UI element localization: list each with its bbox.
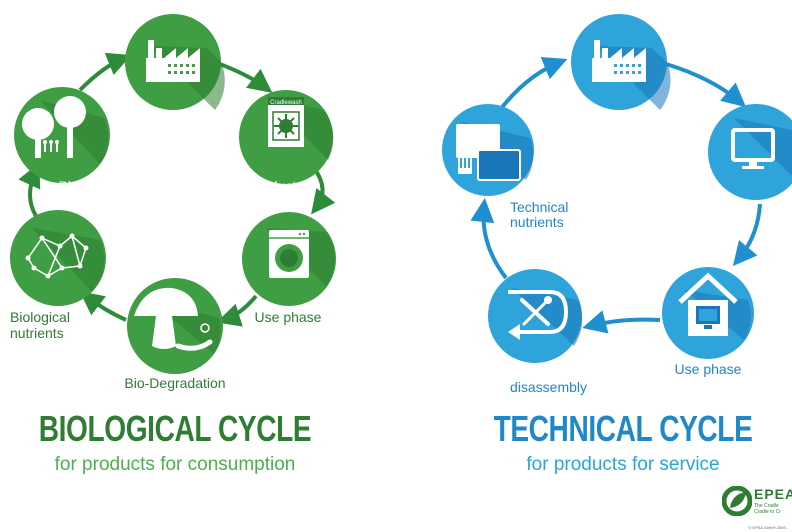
bio-degradation-label: Bio-Degradation xyxy=(124,375,225,391)
technical-cycle-title: TECHNICAL CYCLE xyxy=(493,408,753,449)
detergent-box-icon: Cradlewash xyxy=(268,97,304,147)
arrow-product-to-use-phase xyxy=(311,166,336,215)
mushroom-icon xyxy=(134,287,213,351)
arrow-tech-return-to-nutrients xyxy=(470,198,508,280)
detergent-brand-label: Cradlewash xyxy=(270,100,302,106)
bio-use-phase-label: Use phase xyxy=(255,309,322,325)
arrow-tech-nutrients-to-production xyxy=(498,57,568,112)
washing-machine-icon xyxy=(269,230,309,278)
technical-arrows xyxy=(470,57,762,334)
tech-nutrients-node: Technical nutrients xyxy=(442,104,568,230)
tech-product-node: Product xyxy=(696,104,792,216)
tech-return-node: Return, disassembly xyxy=(488,269,587,395)
bio-use-phase-node: Use phase xyxy=(242,212,336,325)
arrow-plants-to-production xyxy=(78,52,132,92)
bio-nutrients-label-line1: Biological xyxy=(10,309,70,325)
bio-degradation-node: Bio-Degradation xyxy=(124,278,226,391)
tech-return-label-line1: Return, xyxy=(510,364,556,380)
tech-production-node: Production xyxy=(571,14,671,124)
bio-nutrients-node: Biological nutrients xyxy=(10,210,106,341)
arrow-tech-use-to-return xyxy=(582,310,661,334)
biological-cycle-subtitle: for products for consumption xyxy=(54,454,296,475)
epea-leaf-icon xyxy=(722,486,752,516)
monitor-icon xyxy=(731,128,775,169)
epea-logo: EPEA The Cradle Cradle to Cr xyxy=(722,486,792,526)
arrow-tech-production-to-product xyxy=(665,62,747,108)
bio-nutrients-label-line2: nutrients xyxy=(10,325,64,341)
return-tools-icon xyxy=(508,290,569,340)
tech-return-label-line2: disassembly xyxy=(510,379,587,395)
house-monitor-icon xyxy=(678,272,738,336)
tech-use-phase-node: Use phase xyxy=(662,267,754,377)
tech-product-label: Product xyxy=(696,200,744,216)
arrow-use-phase-to-degradation xyxy=(216,294,258,327)
arrow-degradation-to-nutrients xyxy=(79,291,127,322)
brand-tagline-2: Cradle to Cr xyxy=(754,509,781,515)
biological-cycle: Production Cradlewash Product xyxy=(10,14,336,391)
electronics-icon xyxy=(456,124,521,181)
bio-plants-label: Plants xyxy=(59,178,98,194)
molecule-icon xyxy=(27,235,87,277)
arrow-nutrients-to-plants xyxy=(18,162,41,218)
tech-nutrients-label-line2: nutrients xyxy=(510,214,564,230)
tech-production-label: Production xyxy=(587,108,654,124)
arrow-tech-product-to-use xyxy=(732,203,762,267)
trees-icon xyxy=(22,96,86,158)
bio-plants-node: Plants xyxy=(14,87,110,194)
bio-product-label: Product xyxy=(248,178,296,194)
bio-production-node: Production xyxy=(125,14,225,126)
tech-use-phase-label: Use phase xyxy=(675,361,742,377)
brand-name: EPEA xyxy=(754,486,792,502)
biological-cycle-title: BIOLOGICAL CYCLE xyxy=(38,408,312,449)
technical-cycle-subtitle: for products for service xyxy=(526,454,720,475)
bio-production-label: Production xyxy=(142,110,209,126)
copyright-text: © EPEA GmbH 2009 - xyxy=(748,525,788,530)
bio-product-node: Cradlewash Product xyxy=(239,90,334,194)
tech-nutrients-label-line1: Technical xyxy=(510,199,568,215)
brand-tagline-1: The Cradle xyxy=(754,503,779,509)
technical-cycle: Production Product Use phase xyxy=(442,14,792,395)
